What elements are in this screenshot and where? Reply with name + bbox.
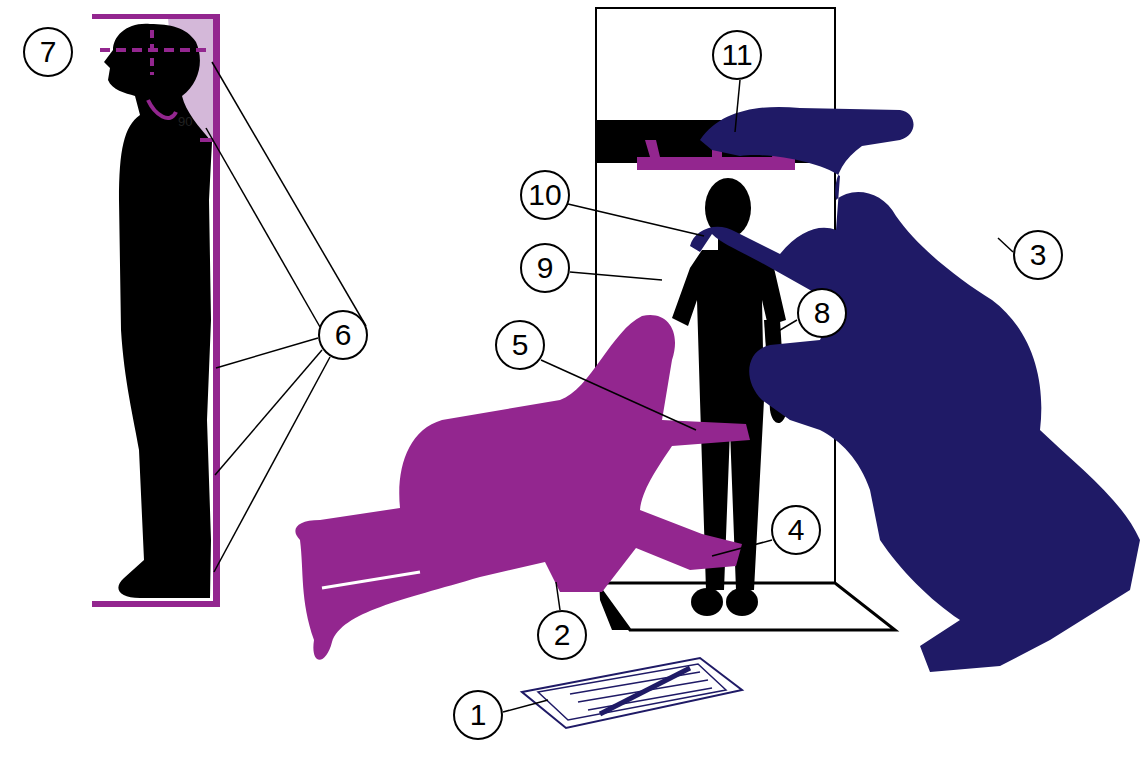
frankfort-line xyxy=(100,48,212,52)
callout-number: 2 xyxy=(554,620,571,650)
angle-label: 90 xyxy=(178,114,192,129)
profile-figure xyxy=(104,24,212,598)
callout-circle: 1 xyxy=(453,690,503,740)
callout-circle: 9 xyxy=(520,243,570,293)
leader-lines xyxy=(206,62,1013,712)
callout-number: 6 xyxy=(335,320,352,350)
callout-circle: 10 xyxy=(520,170,570,220)
measurer-figure xyxy=(690,107,1140,672)
callout-number: 4 xyxy=(788,515,805,545)
callout-circle: 4 xyxy=(771,505,821,555)
callout-circle: 2 xyxy=(537,610,587,660)
callout-number: 8 xyxy=(814,298,831,328)
sheet-border xyxy=(538,664,726,720)
callout-circle: 8 xyxy=(797,288,847,338)
base-board xyxy=(92,601,220,607)
callout-circle: 6 xyxy=(318,310,368,360)
child-foot xyxy=(691,588,723,616)
callout-number: 1 xyxy=(470,700,487,730)
head-board xyxy=(92,14,220,19)
callout-number: 3 xyxy=(1030,240,1047,270)
callout-circle: 5 xyxy=(495,320,545,370)
callout-number: 9 xyxy=(537,253,554,283)
back-board xyxy=(213,14,220,607)
record-sheet xyxy=(522,658,742,728)
callout-number: 5 xyxy=(512,330,529,360)
callout-number: 10 xyxy=(528,180,561,210)
leg-gap xyxy=(322,572,420,588)
child-foot xyxy=(726,588,758,616)
callout-circle: 11 xyxy=(712,30,762,80)
sheet-line xyxy=(588,688,712,710)
callout-circle: 3 xyxy=(1013,230,1063,280)
callout-number: 11 xyxy=(721,40,752,70)
sheet-bar xyxy=(600,668,690,714)
stadiometer-base xyxy=(596,583,895,630)
callout-circle: 7 xyxy=(23,27,73,77)
assistant-figure xyxy=(295,315,750,660)
angle-arc xyxy=(148,100,176,118)
vertical-guide xyxy=(150,30,154,75)
callout-number: 7 xyxy=(40,37,57,67)
